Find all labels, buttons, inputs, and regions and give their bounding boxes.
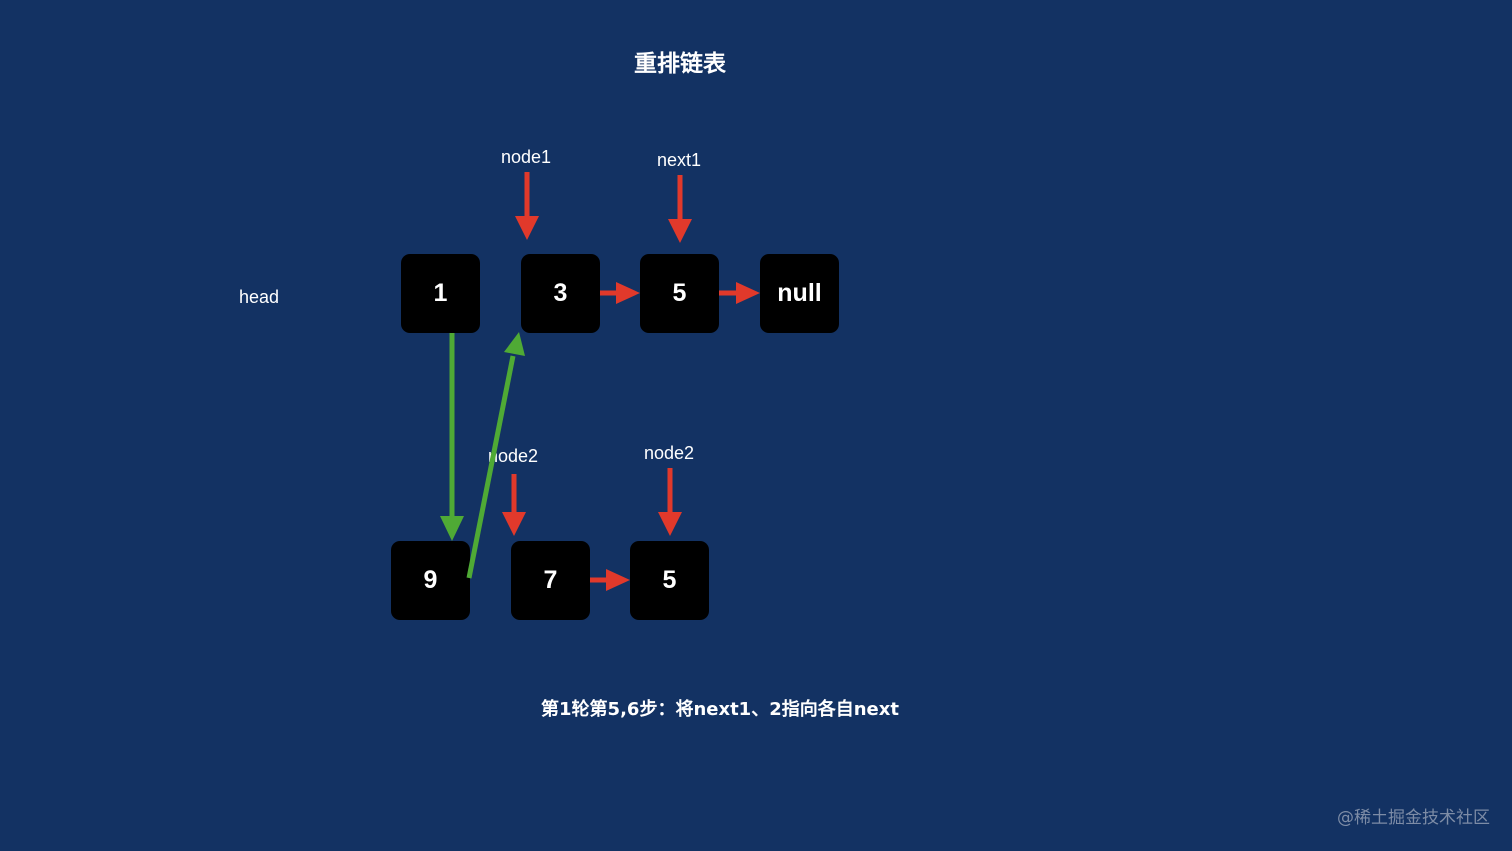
watermark: @稀土掘金技术社区 bbox=[1337, 808, 1490, 828]
rewire-arrow-1-to-9 bbox=[440, 333, 464, 541]
list-node-bottom-3: 5 bbox=[630, 541, 709, 620]
list-node-top-1: 1 bbox=[401, 254, 480, 333]
link-arrow-7-to-5 bbox=[590, 569, 630, 591]
rewire-arrow-9-to-3 bbox=[466, 332, 525, 579]
step-caption: 第1轮第5,6步：将next1、2指向各自next bbox=[541, 699, 899, 720]
list-node-top-3: 5 bbox=[640, 254, 719, 333]
list-node-bottom-2: 7 bbox=[511, 541, 590, 620]
pointer-label-next1: next1 bbox=[656, 150, 702, 170]
list-node-bottom-1: 9 bbox=[391, 541, 470, 620]
pointer-arrow-next1 bbox=[668, 175, 692, 243]
link-arrow-5-to-null bbox=[719, 282, 760, 304]
list-node-top-2: 3 bbox=[521, 254, 600, 333]
head-label: head bbox=[238, 287, 280, 307]
list-node-top-null: null bbox=[760, 254, 839, 333]
pointer-arrow-node2-left bbox=[502, 474, 526, 536]
link-arrow-3-to-5 bbox=[600, 282, 640, 304]
diagram-title: 重排链表 bbox=[634, 51, 726, 77]
pointer-label-node1: node1 bbox=[500, 147, 552, 167]
pointer-arrow-node2-right bbox=[658, 468, 682, 536]
pointer-label-node2-left: node2 bbox=[487, 446, 539, 466]
pointer-arrow-node1 bbox=[515, 172, 539, 240]
pointer-label-node2-right: node2 bbox=[643, 443, 695, 463]
